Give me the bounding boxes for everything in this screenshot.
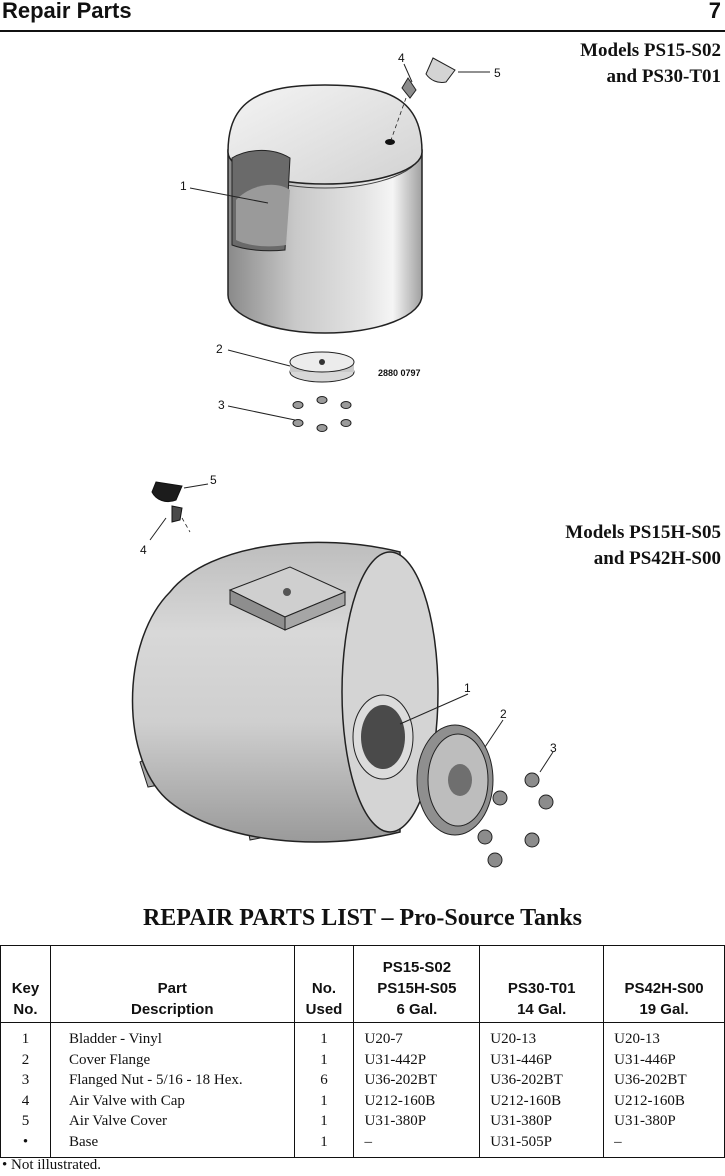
- bladder-opening: [352, 694, 414, 780]
- cell-part: U36-202BT: [479, 1070, 605, 1091]
- cell-desc: Flanged Nut - 5/16 - 18 Hex.: [49, 1070, 295, 1091]
- callout-4: 4: [398, 51, 405, 65]
- callout-4: 4: [140, 543, 147, 557]
- table-row: 1 Bladder - Vinyl 1 U20-7 U20-13 U20-13: [0, 1022, 725, 1050]
- cell-desc: Cover Flange: [49, 1049, 295, 1071]
- cell-part: U36-202BT: [353, 1070, 481, 1091]
- cell-desc: Air Valve with Cap: [49, 1090, 295, 1112]
- callout-5: 5: [210, 473, 217, 487]
- flanged-nuts: [292, 396, 352, 432]
- models-line: Models PS15-S02: [580, 40, 721, 61]
- vertical-tank-illustration: 1 2 3 4 5 2880 0797: [180, 51, 501, 432]
- page-header: Repair Parts 7: [0, 0, 725, 32]
- air-valve-hole: [385, 139, 395, 145]
- cell-key: •: [0, 1131, 51, 1158]
- cell-part: U31-442P: [353, 1049, 481, 1071]
- cell-used: 1: [293, 1022, 355, 1050]
- cell-part: U20-7: [353, 1022, 481, 1050]
- cell-desc: Bladder - Vinyl: [49, 1022, 295, 1050]
- air-valve-cap: [390, 57, 456, 141]
- parts-list-title: REPAIR PARTS LIST – Pro-Source Tanks: [142, 905, 583, 931]
- table-row: 5 Air Valve Cover 1 U31-380P U31-380P U3…: [0, 1111, 725, 1132]
- air-valve-cap: [151, 481, 191, 533]
- cell-desc: Base: [49, 1131, 295, 1158]
- cell-part: U36-202BT: [603, 1070, 725, 1091]
- cell-used: 1: [293, 1090, 355, 1112]
- cell-key: 3: [0, 1070, 51, 1091]
- cell-part: U31-446P: [603, 1049, 725, 1071]
- cell-part: U20-13: [479, 1022, 605, 1050]
- callout-3: 3: [218, 398, 225, 412]
- models-label-horizontal: Models PS15H-S05 and PS42H-S00: [565, 520, 721, 572]
- flanged-nuts: [477, 772, 554, 868]
- cell-part: U31-446P: [479, 1049, 605, 1071]
- cell-part: –: [603, 1131, 725, 1158]
- callout-leaders: [189, 63, 490, 421]
- cover-flange: [416, 724, 494, 836]
- models-line: Models PS15H-S05: [565, 522, 721, 543]
- callout-2: 2: [500, 707, 507, 721]
- cell-key: 5: [0, 1111, 51, 1132]
- callout-leaders: [149, 483, 554, 773]
- cell-part: U31-380P: [479, 1111, 605, 1132]
- table-row: 4 Air Valve with Cap 1 U212-160B U212-16…: [0, 1090, 725, 1112]
- callout-5: 5: [494, 66, 501, 80]
- header-no-used: No.Used: [293, 945, 355, 1023]
- cell-part: U31-380P: [603, 1111, 725, 1132]
- cell-part: –: [353, 1131, 481, 1158]
- cell-used: 1: [293, 1049, 355, 1071]
- cell-part: U31-505P: [479, 1131, 605, 1158]
- table-row: 3 Flanged Nut - 5/16 - 18 Hex. 6 U36-202…: [0, 1070, 725, 1091]
- bladder-cutaway: [231, 150, 291, 252]
- callout-2: 2: [216, 342, 223, 356]
- footnote: • Not illustrated.: [2, 1157, 101, 1173]
- cell-key: 1: [0, 1022, 51, 1050]
- cover-flange: [289, 351, 355, 383]
- cell-part: U20-13: [603, 1022, 725, 1050]
- cell-key: 2: [0, 1049, 51, 1071]
- models-line: and PS42H-S00: [593, 548, 721, 569]
- cell-key: 4: [0, 1090, 51, 1112]
- cell-used: 6: [293, 1070, 355, 1091]
- cell-part: U212-160B: [603, 1090, 725, 1112]
- cell-used: 1: [293, 1111, 355, 1132]
- horizontal-tank-illustration: 5 4 1 2 3: [131, 473, 557, 868]
- cell-used: 1: [293, 1131, 355, 1158]
- page-number: 7: [708, 0, 721, 23]
- cell-part: U212-160B: [479, 1090, 605, 1112]
- mounting-plate: [228, 566, 347, 631]
- models-line: and PS30-T01: [606, 66, 721, 87]
- page-title: Repair Parts: [2, 0, 132, 23]
- table-row: 2 Cover Flange 1 U31-442P U31-446P U31-4…: [0, 1049, 725, 1071]
- cell-desc: Air Valve Cover: [49, 1111, 295, 1132]
- table-row: • Base 1 – U31-505P –: [0, 1131, 725, 1158]
- callout-1: 1: [180, 179, 187, 193]
- figure-number: 2880 0797: [378, 368, 421, 378]
- cell-part: U212-160B: [353, 1090, 481, 1112]
- callout-3: 3: [550, 741, 557, 755]
- cell-part: U31-380P: [353, 1111, 481, 1132]
- models-label-vertical: Models PS15-S02 and PS30-T01: [580, 38, 721, 90]
- callout-1: 1: [464, 681, 471, 695]
